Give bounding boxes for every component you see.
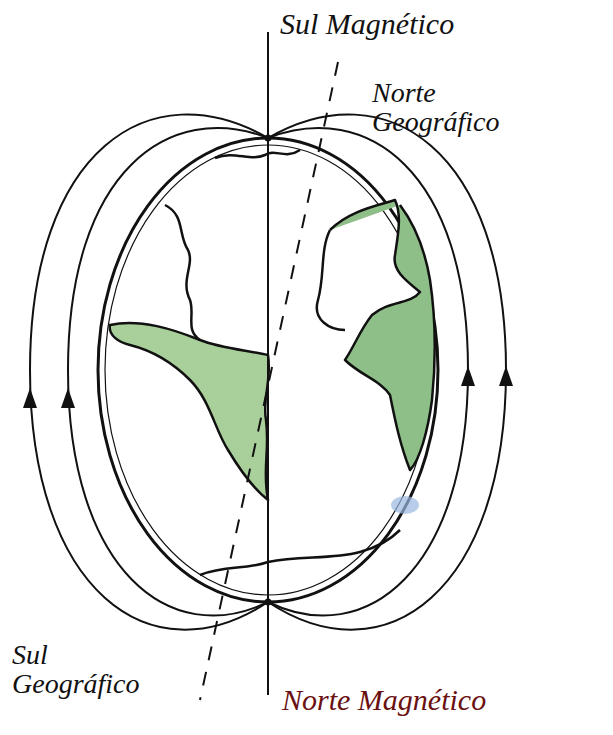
pole-label: Norte Magnético — [282, 684, 602, 716]
arrowhead — [461, 366, 475, 386]
coastline — [200, 530, 400, 575]
arrowhead — [61, 388, 75, 408]
continents — [110, 150, 435, 575]
pole-point — [265, 599, 272, 606]
geographic-axis — [200, 62, 338, 700]
arrowhead — [499, 366, 513, 386]
pole-label: Sul Magnético — [280, 8, 600, 40]
pole-point — [265, 135, 272, 142]
pole-label: Norte Geográfico — [372, 78, 532, 137]
coastline — [215, 150, 300, 158]
coastline — [317, 230, 345, 330]
continent — [330, 200, 435, 470]
water-patch — [391, 496, 419, 514]
arrowhead — [23, 388, 37, 408]
magnetic-axis — [267, 32, 269, 695]
pole-label: Sul Geográfico — [12, 640, 162, 699]
coastline — [165, 205, 200, 340]
continent — [110, 323, 269, 500]
